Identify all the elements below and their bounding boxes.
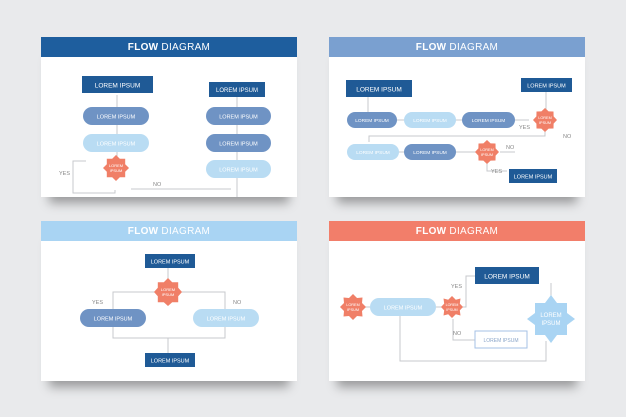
no-label: NO <box>453 331 462 337</box>
flow-card-2: FLOW DIAGRAM LOREM IPSUM LOREM IPSUM LOR… <box>329 37 585 197</box>
card-title-rest: DIAGRAM <box>161 225 211 237</box>
star-label-line2: IPSUM <box>110 168 123 173</box>
decision-star: LOREM IPSUM <box>154 278 182 306</box>
card-header: FLOW DIAGRAM <box>329 221 585 241</box>
card-title-rest: DIAGRAM <box>449 41 499 53</box>
card-header: FLOW DIAGRAM <box>41 221 297 241</box>
star-label-line1: LOREM <box>540 313 561 319</box>
no-label: NO <box>563 134 572 140</box>
star-label-line1: LOREM <box>446 303 459 307</box>
pill-label: LOREM IPSUM <box>207 317 246 323</box>
decision-star: LOREM IPSUM <box>340 294 366 320</box>
process-box: LOREM IPSUM <box>145 254 195 268</box>
process-pill: LOREM IPSUM <box>193 309 259 327</box>
yes-label: YES <box>92 300 103 306</box>
flow-diagram: LOREM IPSUM LOREM IPSUM LOREM IPSUM LORE… <box>340 267 575 362</box>
star-label-line1: LOREM <box>161 287 175 292</box>
pill-label: LOREM IPSUM <box>219 168 258 174</box>
process-pill: LOREM IPSUM <box>206 134 271 152</box>
yes-label: YES <box>59 171 70 177</box>
card-title-bold: FLOW <box>415 225 447 237</box>
process-pill: LOREM IPSUM <box>370 298 436 316</box>
decision-star: LOREM IPSUM <box>441 296 463 318</box>
process-box: LOREM IPSUM <box>346 80 412 97</box>
star-label-line1: LOREM <box>538 116 552 120</box>
flow-diagram: LOREM IPSUM LOREM IPSUM LOREM IPSUM LORE… <box>59 76 271 197</box>
process-pill: LOREM IPSUM <box>80 309 146 327</box>
process-pill: LOREM IPSUM <box>404 112 456 128</box>
flow-card-3: FLOW DIAGRAM LOREM IPSUM LOREM IPSUM LOR… <box>41 221 297 381</box>
card-title-bold: FLOW <box>127 225 159 237</box>
process-box-label: LOREM IPSUM <box>514 175 553 181</box>
process-box-label: LOREM IPSUM <box>95 83 141 90</box>
process-box-label: LOREM IPSUM <box>151 260 190 266</box>
process-box: LOREM IPSUM <box>474 330 528 349</box>
connectors <box>367 92 547 172</box>
process-box: LOREM IPSUM <box>145 353 195 367</box>
yes-label: YES <box>491 169 502 175</box>
process-pill: LOREM IPSUM <box>83 134 149 152</box>
process-box: LOREM IPSUM <box>521 78 572 92</box>
process-pill: LOREM IPSUM <box>347 144 399 160</box>
pill-label: LOREM IPSUM <box>413 118 447 124</box>
no-label: NO <box>233 300 242 306</box>
connectors <box>363 275 552 362</box>
process-pill: LOREM IPSUM <box>462 112 515 128</box>
process-box-label: LOREM IPSUM <box>216 88 258 94</box>
pill-label: LOREM IPSUM <box>94 317 133 323</box>
decision-star: LOREM IPSUM <box>475 140 499 164</box>
no-label: NO <box>153 182 162 188</box>
no-label: NO <box>506 145 515 151</box>
process-box-label: LOREM IPSUM <box>527 84 566 90</box>
star-label-line2: IPSUM <box>539 121 551 125</box>
star-label-line2: IPSUM <box>162 292 175 297</box>
process-box: LOREM IPSUM <box>509 169 557 183</box>
flow-card-1: FLOW DIAGRAM LOREM IPSUM LOREM IPSUM LOR… <box>41 37 297 197</box>
process-pill: LOREM IPSUM <box>206 107 271 125</box>
process-pill: LOREM IPSUM <box>206 160 271 178</box>
process-pill: LOREM IPSUM <box>347 112 397 128</box>
pill-label: LOREM IPSUM <box>355 118 389 124</box>
star-label-line1: LOREM <box>109 163 123 168</box>
card-title-bold: FLOW <box>127 41 159 53</box>
process-box: LOREM IPSUM <box>475 267 539 284</box>
process-box-label: LOREM IPSUM <box>484 274 530 281</box>
process-box-label: LOREM IPSUM <box>356 87 402 94</box>
flow-diagram: LOREM IPSUM LOREM IPSUM LOREM IPSUM LORE… <box>80 254 259 367</box>
flow-card-4: FLOW DIAGRAM LOREM IPSUM LOREM IPSUM LOR… <box>329 221 585 381</box>
pill-label: LOREM IPSUM <box>356 150 390 156</box>
pill-label: LOREM IPSUM <box>413 150 447 156</box>
star-label-line1: LOREM <box>346 303 360 307</box>
process-box-label: LOREM IPSUM <box>151 359 190 365</box>
process-box: LOREM IPSUM <box>209 82 265 97</box>
card-title-rest: DIAGRAM <box>161 41 211 53</box>
yes-label: YES <box>451 284 462 290</box>
star-label-line2: IPSUM <box>541 321 560 327</box>
pill-label: LOREM IPSUM <box>472 118 506 124</box>
star-label-line2: IPSUM <box>481 153 493 157</box>
pill-label: LOREM IPSUM <box>219 142 258 148</box>
pill-label: LOREM IPSUM <box>97 115 136 121</box>
pill-label: LOREM IPSUM <box>97 142 136 148</box>
card-header: FLOW DIAGRAM <box>329 37 585 57</box>
process-pill: LOREM IPSUM <box>404 144 456 160</box>
process-pill: LOREM IPSUM <box>83 107 149 125</box>
yes-label: YES <box>519 125 530 131</box>
card-title-rest: DIAGRAM <box>449 225 499 237</box>
decision-star: LOREM IPSUM <box>533 108 557 132</box>
process-box-label: LOREM IPSUM <box>483 338 518 344</box>
decision-star: LOREM IPSUM <box>103 155 129 181</box>
flow-diagram: LOREM IPSUM LOREM IPSUM LOREM IPSUM LORE… <box>346 78 572 183</box>
star-label-line1: LOREM <box>480 148 494 152</box>
card-header: FLOW DIAGRAM <box>41 37 297 57</box>
card-title-bold: FLOW <box>415 41 447 53</box>
process-box: LOREM IPSUM <box>82 76 153 93</box>
pill-label: LOREM IPSUM <box>384 306 423 312</box>
pill-label: LOREM IPSUM <box>219 115 258 121</box>
decision-star-large: LOREM IPSUM <box>527 295 575 343</box>
star-label-line2: IPSUM <box>347 308 359 312</box>
star-label-line2: IPSUM <box>446 308 457 312</box>
